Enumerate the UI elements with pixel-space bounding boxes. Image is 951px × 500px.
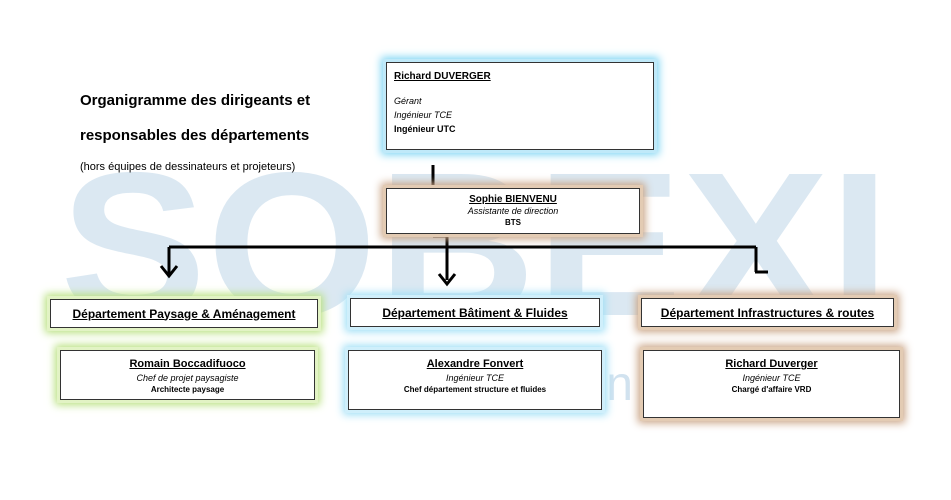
dept-head-detail: Architecte paysage <box>150 385 225 394</box>
center-arrowhead <box>437 273 457 287</box>
assistant-role: Assistante de direction <box>467 206 559 216</box>
assistant-diploma: BTS <box>505 218 521 227</box>
chart-subtitle: (hors équipes de dessinateurs et projete… <box>80 161 296 173</box>
director-role-2: Ingénieur TCE <box>394 110 453 120</box>
dept-head-role: Ingénieur TCE <box>742 373 801 383</box>
dept-head-batiment: Alexandre Fonvert Ingénieur TCE Chef dép… <box>348 350 602 410</box>
dept-head-detail: Chargé d'affaire VRD <box>731 385 812 394</box>
chart-title-line-2: responsables des départements <box>80 127 310 144</box>
dept-header-infrastructures: Département Infrastructures & routes <box>641 298 894 327</box>
dept-head-infrastructures: Richard Duverger Ingénieur TCE Chargé d'… <box>643 350 900 418</box>
director-box: Richard DUVERGER Gérant Ingénieur TCE In… <box>386 62 654 150</box>
dept-head-detail: Chef département structure et fluides <box>403 385 547 394</box>
dept-header-paysage: Département Paysage & Aménagement <box>50 299 318 328</box>
dept-head-paysage: Romain Boccadifuoco Chef de projet paysa… <box>60 350 315 400</box>
chart-title-line-1: Organigramme des dirigeants et <box>80 92 311 109</box>
dept-head-name: Romain Boccadifuoco <box>129 358 246 370</box>
director-role-1: Gérant <box>394 96 422 106</box>
dept-head-name: Richard Duverger <box>725 358 818 370</box>
dept-header-batiment: Département Bâtiment & Fluides <box>350 298 600 327</box>
dept-head-role: Chef de projet paysagiste <box>136 373 239 383</box>
dept-head-name: Alexandre Fonvert <box>426 358 524 370</box>
director-role-3: Ingénieur UTC <box>394 124 456 134</box>
dept-head-role: Ingénieur TCE <box>445 373 505 383</box>
left-arrowhead <box>159 265 179 279</box>
assistant-name: Sophie BIENVENU <box>469 194 557 205</box>
assistant-box: Sophie BIENVENU Assistante de direction … <box>386 188 640 234</box>
director-name: Richard DUVERGER <box>394 71 491 82</box>
